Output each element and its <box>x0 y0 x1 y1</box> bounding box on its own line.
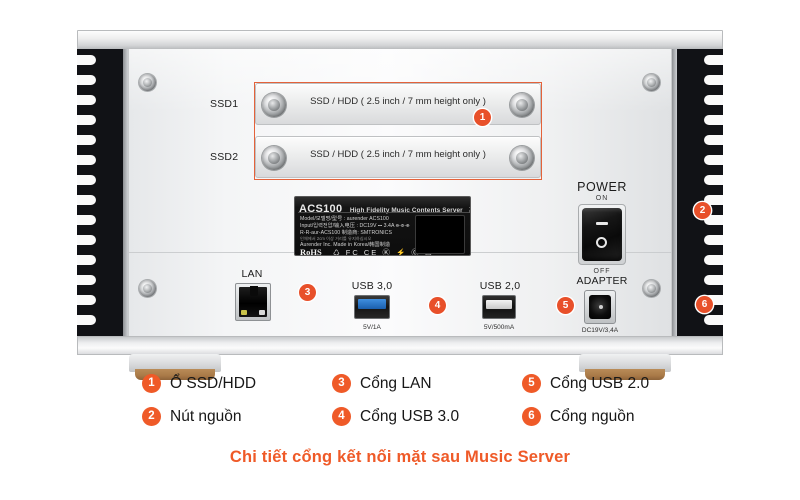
foot-right-cork <box>585 369 665 380</box>
legend-list: 1 Ổ SSD/HDD 2 Nút nguồn 3 Cổng LAN 4 Cổn… <box>142 374 682 436</box>
power-off-circle-icon <box>596 237 607 248</box>
power-on-bar-icon <box>596 222 608 225</box>
figure-caption: Chi tiết cổng kết nối mặt sau Music Serv… <box>229 448 571 466</box>
power-off-label: OFF <box>593 268 611 275</box>
bay1-thumbscrew-left-icon[interactable] <box>262 93 286 117</box>
ssd-bay-highlight-box <box>254 82 542 180</box>
ssd-bay-1-text: SSD / HDD ( 2.5 inch / 7 mm height only … <box>310 96 486 107</box>
usb2-port[interactable] <box>482 295 516 319</box>
foot-right-metal <box>579 354 671 372</box>
dc-adapter-cavity <box>589 295 611 319</box>
power-rocker-frame <box>578 204 626 265</box>
usb3-port-label: USB 3,0 <box>351 280 393 292</box>
legend-number-1: 1 <box>142 374 161 393</box>
device-foot-right <box>573 354 677 382</box>
spec-plate-window <box>415 215 465 254</box>
legend-number-3: 3 <box>332 374 351 393</box>
power-rocker-switch[interactable] <box>582 208 622 261</box>
usb3-port[interactable] <box>354 295 390 319</box>
device-top-lid <box>77 30 723 50</box>
legend-item-4: 4 Cổng USB 3.0 <box>332 407 459 426</box>
legend-label-6: Cổng nguồn <box>550 407 635 425</box>
bay1-thumbscrew-right-icon[interactable] <box>510 93 534 117</box>
lan-led-left-icon <box>241 310 247 315</box>
spec-line-input: Input/입력전압/输入电压 : DC19V ⎓ 3.4A ⊖-⊛-⊕ <box>300 223 410 229</box>
screw-icon-bottom-left <box>139 280 156 297</box>
spec-line-manufacturer: Aurender Inc. Made in Korea/韩国制造 <box>300 242 391 248</box>
certification-marks-icon: ♺ FC CE Ⓚ ⚡ Ⓒ ☒ <box>333 248 434 256</box>
power-on-label: ON <box>595 195 609 202</box>
screw-icon-bottom-right <box>643 280 660 297</box>
legend-label-1: Ổ SSD/HDD <box>170 374 257 392</box>
usb2-port-label: USB 2,0 <box>479 280 521 292</box>
heatsink-edge-left <box>123 49 128 337</box>
spec-line-model: Model/모델명/型号 : aurender ACS100 <box>300 216 389 222</box>
music-server-rear-panel: SSD1 SSD2 SSD / HDD ( 2.5 inch / 7 mm he… <box>77 30 723 380</box>
legend-number-4: 4 <box>332 407 351 426</box>
legend-number-6: 6 <box>522 407 541 426</box>
legend-item-1: 1 Ổ SSD/HDD <box>142 374 256 393</box>
legend-item-5: 5 Cổng USB 2.0 <box>522 374 649 393</box>
ssd-bay-2-text: SSD / HDD ( 2.5 inch / 7 mm height only … <box>310 149 486 160</box>
callout-badge-6[interactable]: 6 <box>696 296 713 313</box>
legend-label-4: Cổng USB 3.0 <box>360 407 460 425</box>
bay2-thumbscrew-left-icon[interactable] <box>262 146 286 170</box>
dc-adapter-port[interactable] <box>584 290 616 324</box>
callout-badge-3[interactable]: 3 <box>299 284 316 301</box>
spec-line-certid: R-R-aur-ACS100 制造商: SMTRONICS <box>300 230 392 236</box>
legend-label-5: Cổng USB 2.0 <box>550 374 650 392</box>
spec-divider <box>298 212 469 213</box>
foot-left-cork <box>135 369 215 380</box>
lan-port[interactable] <box>235 283 271 321</box>
heatsink-fins-left <box>77 49 127 337</box>
ssd-bay-1[interactable]: SSD / HDD ( 2.5 inch / 7 mm height only … <box>255 83 541 125</box>
screw-icon-top-right <box>643 74 660 91</box>
ssd1-slot-label: SSD1 <box>210 98 239 110</box>
legend-label-2: Nút nguồn <box>170 407 242 425</box>
usb3-blue-tongue-icon <box>358 299 386 309</box>
callout-badge-4[interactable]: 4 <box>429 297 446 314</box>
callout-badge-2[interactable]: 2 <box>694 202 711 219</box>
dc-adapter-center-pin-icon <box>598 305 603 309</box>
legend-label-3: Cổng LAN <box>360 374 432 392</box>
spec-label-plate: ACS100 High Fidelity Music Contents Serv… <box>294 196 471 256</box>
legend-item-6: 6 Cổng nguồn <box>522 407 634 426</box>
spec-subtitle-chinese: 高保真音乐服务器 <box>469 207 470 214</box>
device-bottom-plinth <box>77 336 723 355</box>
lan-clip-slot-icon <box>250 286 258 296</box>
rohs-mark: RoHS <box>300 247 322 256</box>
legend-item-3: 3 Cổng LAN <box>332 374 432 393</box>
device-foot-left <box>123 354 227 382</box>
ssd-bay-2[interactable]: SSD / HDD ( 2.5 inch / 7 mm height only … <box>255 136 541 178</box>
heatsink-edge-right <box>672 49 677 337</box>
bay2-thumbscrew-right-icon[interactable] <box>510 146 534 170</box>
callout-badge-1[interactable]: 1 <box>474 109 491 126</box>
adapter-port-label: ADAPTER <box>576 275 628 287</box>
lan-port-cavity <box>239 286 267 317</box>
callout-badge-5[interactable]: 5 <box>557 297 574 314</box>
usb3-port-rating: 5V/1A <box>363 324 381 331</box>
foot-left-metal <box>129 354 221 372</box>
usb2-port-rating: 5V/500mA <box>483 324 515 331</box>
power-title-label: POWER <box>577 180 627 194</box>
spec-model-name: ACS100 <box>299 203 343 215</box>
legend-item-2: 2 Nút nguồn <box>142 407 242 426</box>
spec-subtitle: High Fidelity Music Contents Server <box>349 207 463 214</box>
ssd2-slot-label: SSD2 <box>210 151 239 163</box>
usb2-white-tongue-icon <box>486 300 512 309</box>
heatsink-fins-right <box>673 49 723 337</box>
lan-port-label: LAN <box>241 268 263 280</box>
adapter-port-rating: DC19V/3,4A <box>581 327 619 334</box>
legend-number-2: 2 <box>142 407 161 426</box>
spec-line-notice: 인체에서 2cm 이상 거리를 유지하십시오 <box>300 235 372 241</box>
screw-icon-top-left <box>139 74 156 91</box>
legend-number-5: 5 <box>522 374 541 393</box>
lan-led-right-icon <box>259 310 265 315</box>
